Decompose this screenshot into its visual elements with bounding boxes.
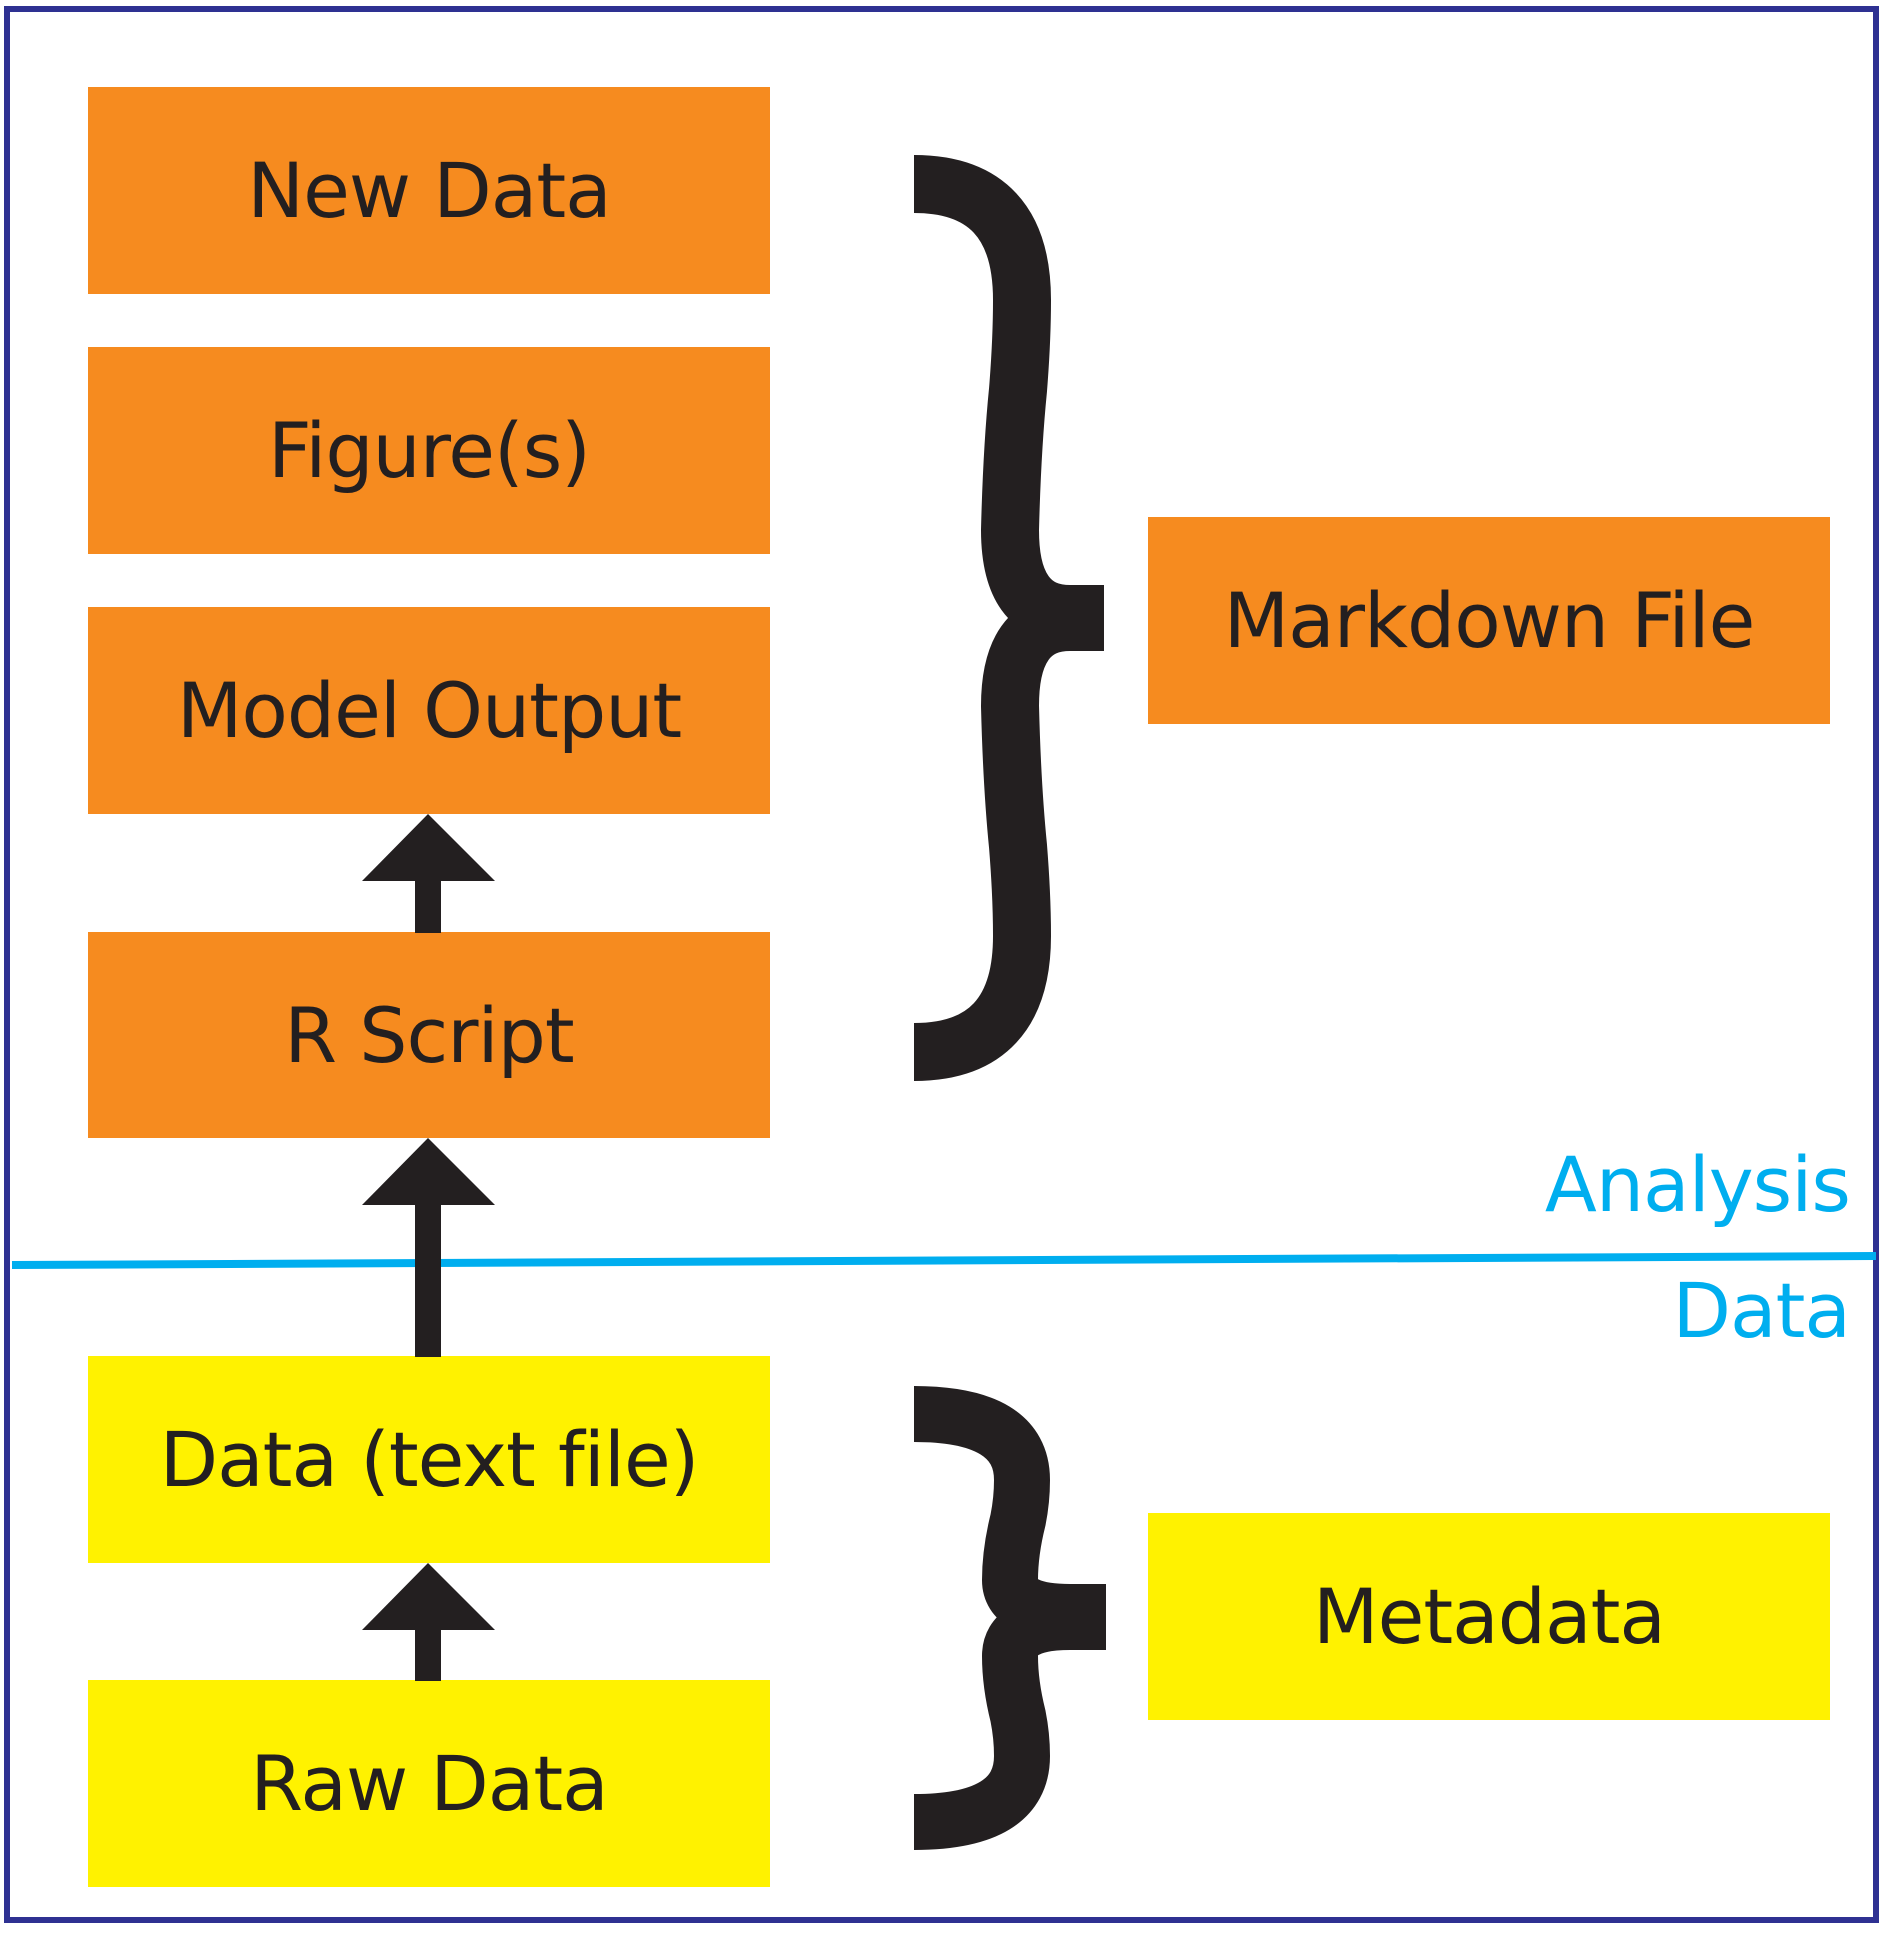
markdown-file-box: Markdown File (1148, 517, 1830, 724)
figures-box: Figure(s) (88, 347, 770, 554)
new-data-label: New Data (247, 146, 611, 235)
right-brace-icon (913, 155, 1104, 1081)
raw-data-label: Raw Data (250, 1739, 608, 1828)
figures-label: Figure(s) (268, 406, 591, 495)
arrow-up-icon (362, 814, 495, 933)
arrow-up-icon (362, 1138, 495, 1357)
r-script-box: R Script (88, 932, 770, 1138)
metadata-box: Metadata (1148, 1513, 1830, 1720)
data-text-file-label: Data (text file) (159, 1415, 700, 1504)
markdown-file-label: Markdown File (1223, 576, 1756, 665)
raw-data-box: Raw Data (88, 1680, 770, 1887)
model-output-box: Model Output (88, 607, 770, 814)
model-output-label: Model Output (176, 666, 682, 755)
arrow-up-icon (362, 1563, 495, 1681)
analysis-section-label: Analysis (1544, 1140, 1851, 1229)
data-text-file-box: Data (text file) (88, 1356, 770, 1563)
new-data-box: New Data (88, 87, 770, 294)
right-brace-icon (913, 1386, 1106, 1850)
metadata-label: Metadata (1313, 1572, 1666, 1661)
section-divider-line (11, 1252, 1877, 1269)
r-script-label: R Script (284, 990, 574, 1080)
data-section-label: Data (1672, 1266, 1851, 1355)
